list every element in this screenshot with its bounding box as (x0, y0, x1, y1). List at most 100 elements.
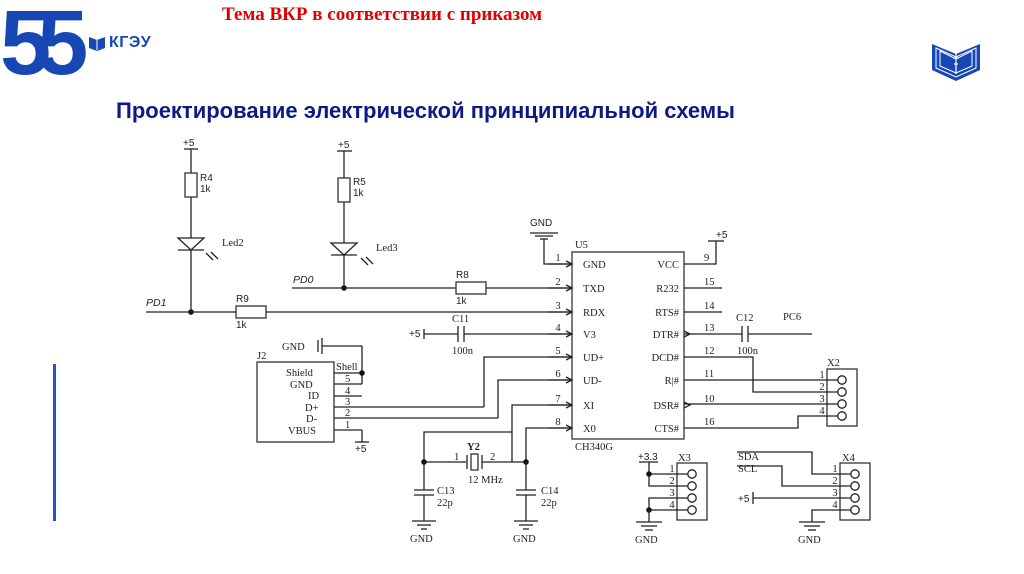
connector-pin-icon (837, 411, 847, 421)
u5-pin-name: DTR# (653, 330, 680, 341)
x4-ref: X4 (842, 453, 856, 464)
x2-ref: X2 (827, 358, 840, 369)
org-name: КГЭУ (109, 34, 152, 51)
connector-pin-icon (850, 469, 860, 479)
u5-part: CH340G (575, 442, 613, 453)
u5-pin-number: 9 (704, 253, 709, 264)
y2-value: 12 MHz (468, 475, 503, 486)
crystal-y2 (470, 453, 479, 471)
u5-pin-number: 3 (555, 301, 560, 312)
c14-value: 22p (541, 498, 557, 509)
u5-pin-number: 7 (555, 394, 560, 405)
resistor-r8 (455, 281, 487, 295)
crystal-circuit: Y2 1 2 12 MHz C13 22p GND C14 22p GND (410, 404, 572, 545)
book-icon (89, 37, 105, 51)
led3-branch: +5 R5 1k Led3 (329, 140, 398, 291)
pin-arrow-icon (565, 260, 574, 268)
j2-gnd-label: GND (282, 342, 305, 353)
u5-pin-number: 2 (555, 277, 560, 288)
connector-pin-icon (687, 481, 697, 491)
accent-bar (53, 364, 56, 521)
u5-pin-name: UD- (583, 376, 602, 387)
connector-pin-icon (687, 505, 697, 515)
led2-branch: +5 R4 1k Led2 (176, 138, 244, 315)
resistor-r4 (184, 172, 198, 198)
connector-pin-icon (837, 399, 847, 409)
pin-arrow-icon (565, 376, 574, 384)
connector-pin-number: 4 (819, 406, 825, 417)
connector-pin-number: 2 (669, 476, 674, 487)
net-pd1: PD1 (146, 297, 166, 309)
connector-pin-number: 4 (669, 500, 675, 511)
power-label: +5 (716, 230, 728, 241)
c11-ref: C11 (452, 314, 469, 325)
gnd-label: GND (798, 535, 821, 546)
x3-ref: X3 (678, 453, 691, 464)
u5-pin-name: RDX (583, 308, 606, 319)
led2-diode (176, 237, 206, 251)
u5-pin-number: 6 (555, 369, 560, 380)
u5-pin-number: 14 (704, 301, 715, 312)
u5-pin-name: R|# (665, 376, 680, 387)
u5-pin-number: 13 (704, 323, 715, 334)
j2-pin5-name: GND (290, 380, 313, 391)
j2-pin1-name: VBUS (288, 426, 316, 437)
u5-pin-name: CTS# (654, 424, 679, 435)
pin-arrow-icon (565, 308, 574, 316)
logo-org: КГЭУ (88, 34, 151, 52)
connector-pin-number: 3 (832, 488, 837, 499)
logo-55-kgeu: 55 (2, 0, 100, 80)
u5-pin-number: 11 (704, 369, 714, 380)
c13-ref: C13 (437, 486, 455, 497)
r9-value: 1k (236, 320, 248, 331)
j2-pin2-num: 2 (345, 408, 350, 419)
power-label: +5 (183, 138, 195, 149)
u5-pin-name: VCC (657, 260, 679, 271)
u5-pin-name: X0 (583, 424, 596, 435)
j2-pin3-name: D+ (305, 403, 319, 414)
c12-ref: C12 (736, 313, 754, 324)
u5-pin-name: V3 (583, 330, 596, 341)
x4-scl-label: SCL (738, 464, 757, 475)
r8-value: 1k (456, 296, 468, 307)
led2-label: Led2 (222, 238, 244, 249)
usb-connector-j2: J2 GND Shield Shell 5 GND 4 ID 3 D+ 2 D-… (256, 338, 498, 455)
gnd-label: GND (410, 534, 433, 545)
u5-pin-number: 5 (555, 346, 560, 357)
resistor-r9 (235, 305, 267, 319)
power-label: +5 (409, 329, 421, 340)
connector-pin-icon (687, 493, 697, 503)
u5-pin-name: DCD# (652, 353, 680, 364)
c11-value: 100n (452, 346, 474, 357)
gnd-label: GND (513, 534, 536, 545)
ic-u5-ch340g: U5 CH340G GND +5 1GND2TXD3RDX4V35UD+6UD-… (530, 218, 728, 453)
u5-pin-number: 12 (704, 346, 715, 357)
u5-pin-name: R232 (656, 284, 679, 295)
j2-shell-label: Shell (336, 362, 358, 373)
pin-arrow-icon (565, 284, 574, 292)
u5-pin-number: 15 (704, 277, 715, 288)
resistor-r5 (337, 177, 351, 203)
u5-pin-name: UD+ (583, 353, 604, 364)
connector-pin-icon (850, 493, 860, 503)
u5-ref: U5 (575, 240, 588, 251)
c12-value: 100n (737, 346, 759, 357)
net-pd0: PD0 (293, 274, 314, 286)
connector-pin-number: 4 (832, 500, 838, 511)
power-label: +3.3 (638, 452, 658, 463)
j2-pin5-num: 5 (345, 374, 350, 385)
c13-value: 22p (437, 498, 453, 509)
x4-sda-label: SDA (738, 452, 759, 463)
u5-pin-name: RTS# (655, 308, 680, 319)
r9-ref: R9 (236, 294, 249, 305)
u5-pin-name: DSR# (653, 401, 679, 412)
r5-value: 1k (353, 188, 365, 199)
connector-pin-icon (837, 387, 847, 397)
y2-pin2: 2 (490, 452, 495, 463)
u5-pin-number: 4 (555, 323, 561, 334)
c14-ref: C14 (541, 486, 559, 497)
u5-pin-name: TXD (583, 284, 605, 295)
gnd-label: GND (635, 535, 658, 546)
